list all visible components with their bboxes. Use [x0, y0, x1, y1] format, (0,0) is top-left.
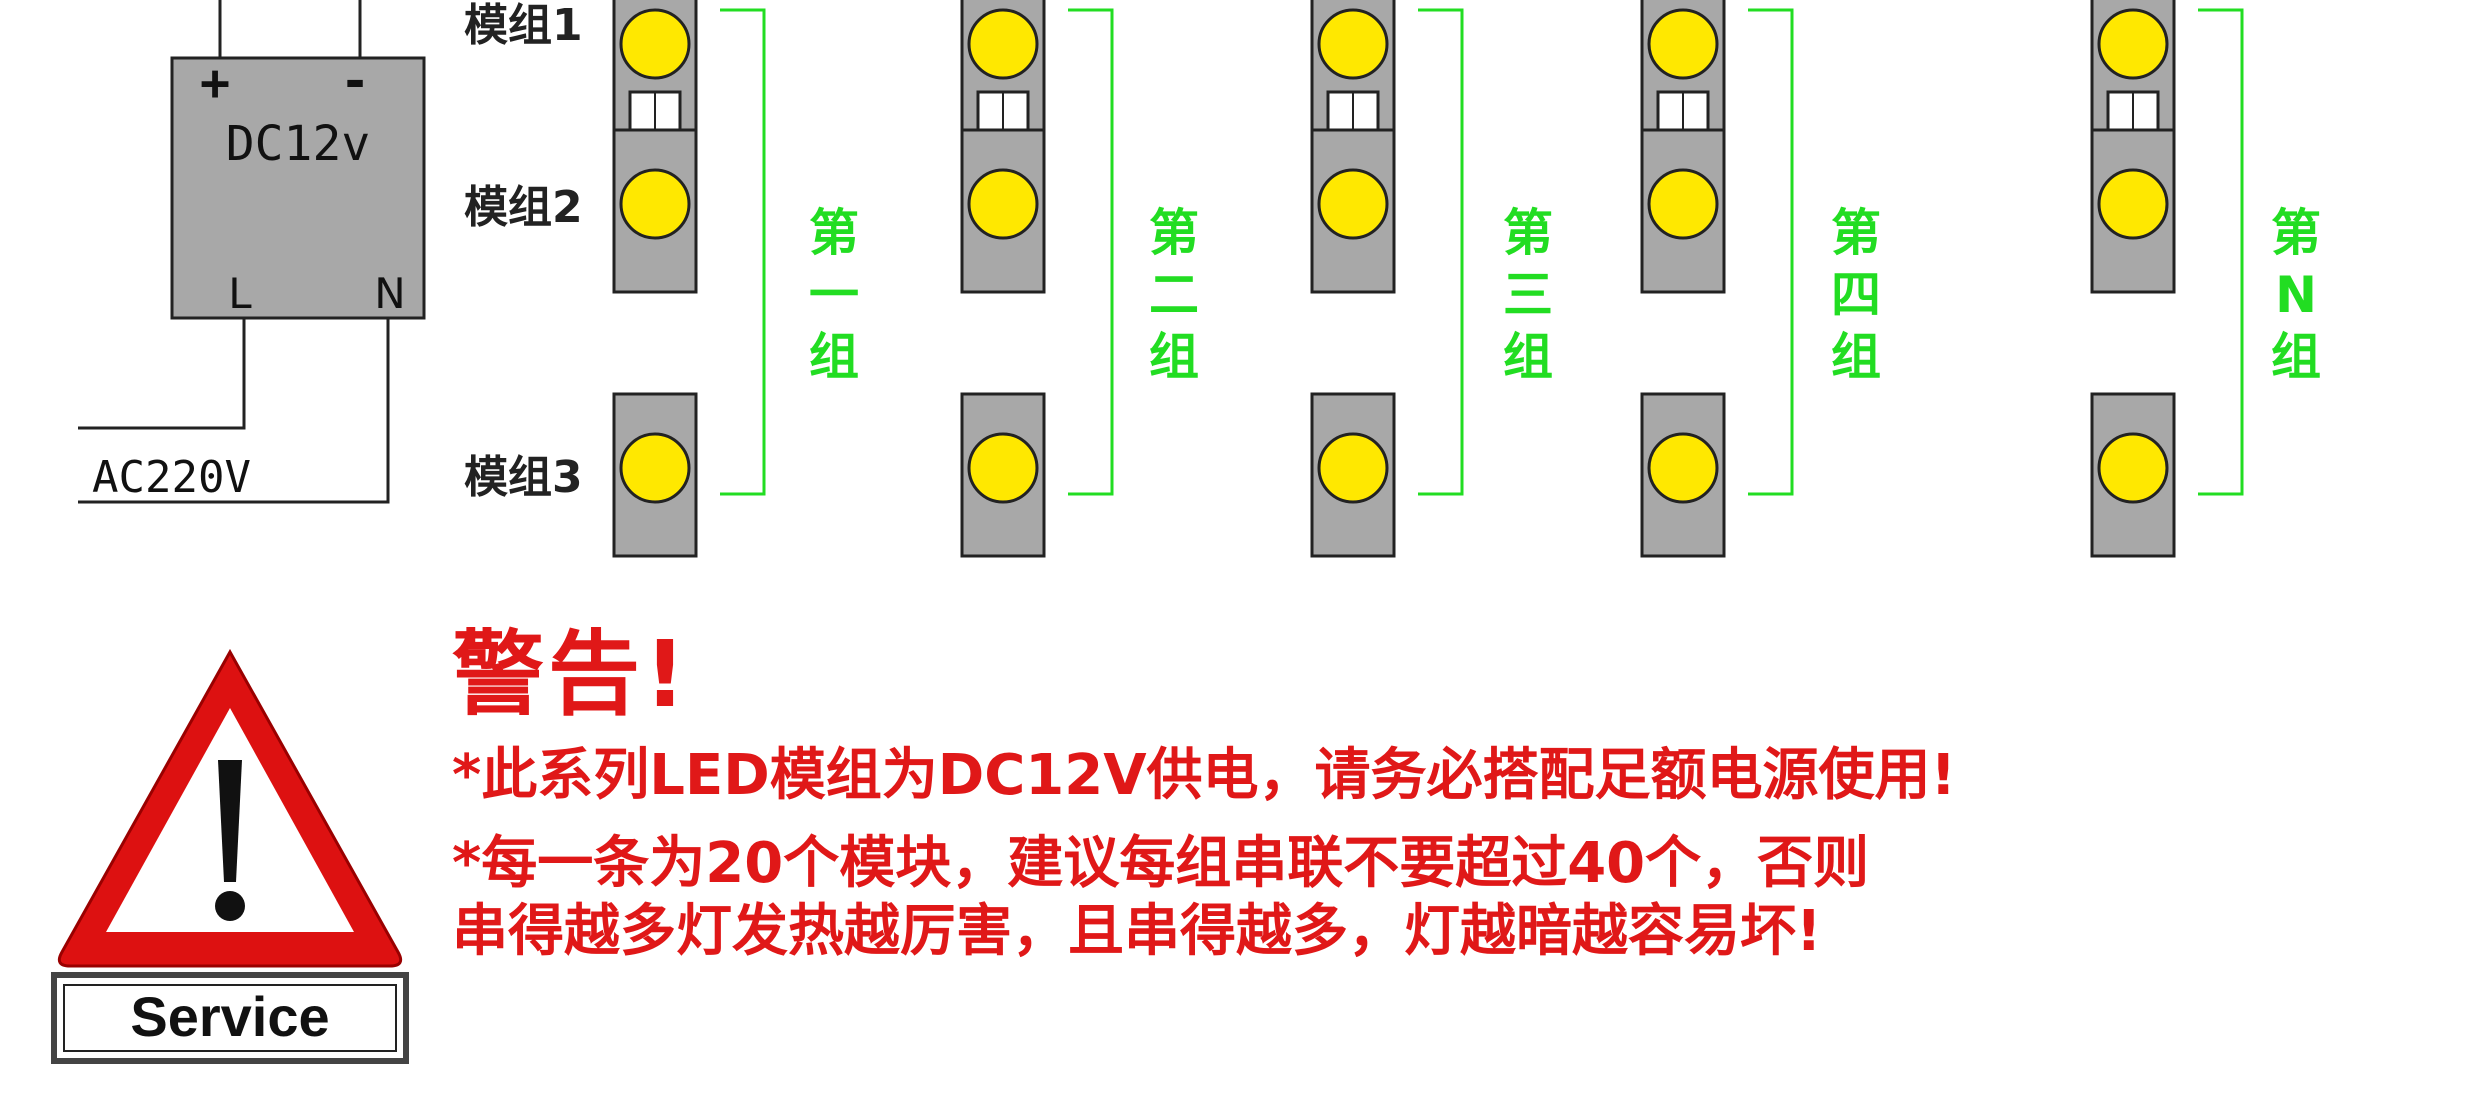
group-label-char: 组	[1831, 328, 1881, 386]
warning-line-2: *每一条为20个模块，建议每组串联不要超过40个，否则	[452, 831, 1870, 896]
group-label-char: 一	[809, 266, 859, 324]
warning-line-1: *此系列LED模组为DC12V供电，请务必搭配足额电源使用!	[452, 743, 1957, 808]
led-module	[960, 0, 1046, 134]
module-label-1: 模组1	[464, 0, 583, 51]
module-connector	[2106, 90, 2160, 132]
led-column-3: 第三组	[1310, 0, 1553, 558]
ac-voltage-label: AC220V	[92, 452, 251, 503]
group-label-char: 第	[1831, 204, 1881, 262]
group-label-char: N	[2275, 266, 2317, 324]
group-label-char: 组	[1503, 328, 1553, 386]
warning-title: 警告!	[452, 621, 690, 728]
module-connector	[1326, 90, 1380, 132]
n-terminal-label: N	[374, 269, 405, 318]
exclamation-triangle-icon	[57, 648, 403, 968]
ac-wiring	[78, 318, 390, 504]
group-label-char: 第	[1149, 204, 1199, 262]
led-column-1: 第一组	[612, 0, 859, 558]
group-label-char: 二	[1149, 266, 1199, 324]
led-module	[960, 128, 1046, 294]
led-module	[1640, 0, 1726, 134]
voltage-label: DC12v	[226, 116, 371, 172]
module-label-3: 模组3	[464, 452, 583, 503]
led-module	[2090, 0, 2176, 134]
module-label-2: 模组2	[464, 182, 583, 233]
l-terminal-label: L	[228, 269, 252, 318]
group-label-char: 第	[1503, 204, 1553, 262]
group-bracket	[1068, 8, 1114, 496]
group-label-char: 组	[809, 328, 859, 386]
warning-line-3: 串得越多灯发热越厉害，且串得越多，灯越暗越容易坏!	[452, 899, 1822, 964]
service-label: Service	[130, 985, 329, 1048]
led-module	[1310, 392, 1396, 558]
group-bracket	[2198, 8, 2244, 496]
group-bracket	[1418, 8, 1464, 496]
led-module	[2090, 392, 2176, 558]
power-supply: + - DC12v L N	[170, 0, 426, 320]
led-module	[960, 392, 1046, 558]
module-connector	[628, 90, 682, 132]
minus-label: -	[340, 52, 370, 110]
group-label-char: 组	[1149, 328, 1199, 386]
led-column-5: 第N组	[2090, 0, 2321, 558]
warning-sign: Service	[51, 648, 409, 1064]
group-bracket	[1748, 8, 1794, 496]
module-connector	[1656, 90, 1710, 132]
module-connector	[976, 90, 1030, 132]
led-module	[1310, 128, 1396, 294]
group-label-char: 三	[1503, 266, 1553, 324]
led-module	[612, 392, 698, 558]
group-label-char: 第	[2271, 204, 2321, 262]
led-module	[2090, 128, 2176, 294]
service-plate	[51, 972, 409, 1064]
led-module	[1310, 0, 1396, 134]
led-module	[1640, 392, 1726, 558]
group-bracket	[720, 8, 766, 496]
group-label-char: 四	[1831, 266, 1881, 324]
led-module	[1640, 128, 1726, 294]
group-label-char: 第	[809, 204, 859, 262]
plus-label: +	[200, 54, 230, 112]
led-module	[612, 128, 698, 294]
led-column-4: 第四组	[1640, 0, 1881, 558]
led-column-2: 第二组	[960, 0, 1199, 558]
group-label-char: 组	[2271, 328, 2321, 386]
